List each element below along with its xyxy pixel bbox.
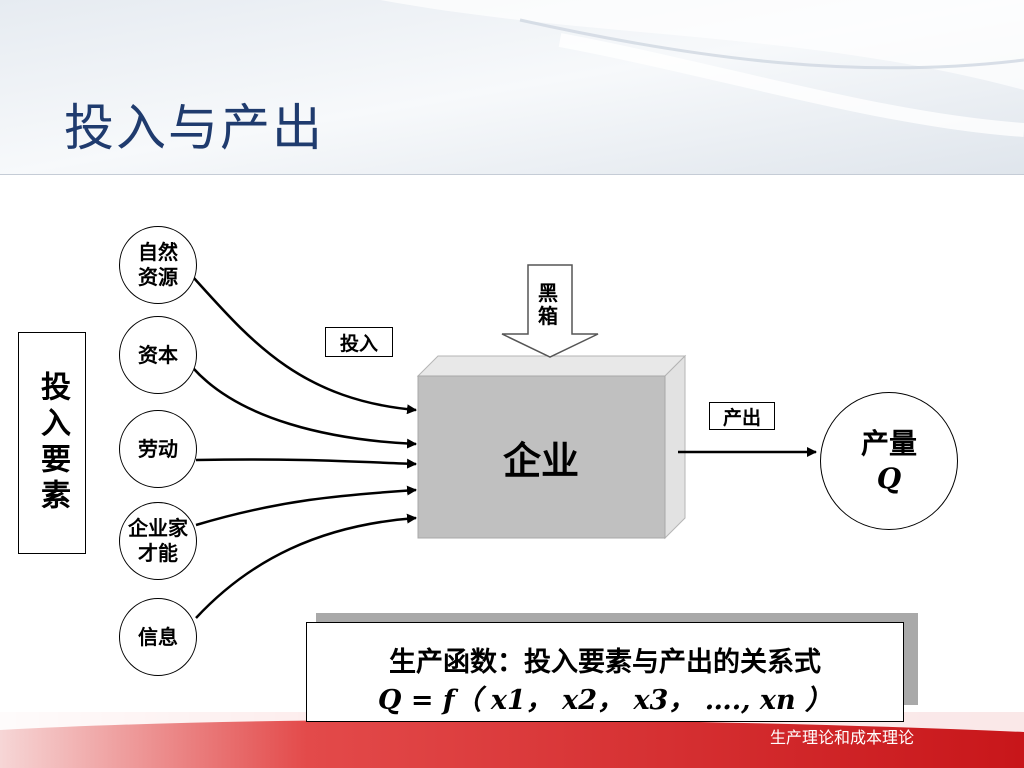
factor-labor: 劳动: [119, 410, 197, 488]
input-factors-box: 投入要素: [18, 332, 86, 554]
firm-block-front: [417, 375, 666, 539]
firm-block-side: [664, 354, 686, 540]
output-quantity: 产量 Q: [820, 392, 958, 530]
firm-label: 企业: [502, 438, 579, 483]
factor-entrepreneurship: 企业家才能: [119, 502, 197, 580]
slide-title: 投入与产出: [64, 99, 324, 157]
arrow-natural-resources: [192, 276, 417, 415]
formula-expression: Q = f（ x1， x2， x3， …., xn ）: [377, 685, 833, 716]
input-label: 投入: [325, 327, 393, 357]
header-divider: [0, 174, 1024, 175]
factor-natural-resources: 自然资源: [119, 226, 197, 304]
blackbox-label: 黑 箱: [524, 282, 572, 328]
factor-information: 信息: [119, 598, 197, 676]
firm-block-top: [416, 355, 687, 377]
blackbox-char-2: 箱: [538, 304, 558, 328]
arrow-entrepreneurship: [195, 485, 417, 527]
blackbox-char-1: 黑: [538, 281, 558, 305]
blackbox-arrow: [501, 264, 599, 358]
factor-capital: 资本: [119, 316, 197, 394]
arrow-capital: [192, 367, 417, 449]
header-background: [0, 0, 1024, 175]
arrow-labor: [195, 458, 417, 469]
input-factors-label: 投入要素: [35, 371, 70, 515]
formula-title: 生产函数：投入要素与产出的关系式: [389, 647, 821, 678]
arrow-information: [195, 513, 417, 619]
output-label: 产出: [709, 402, 775, 430]
footer-text: 生产理论和成本理论: [769, 728, 914, 747]
formula-box: [306, 622, 904, 722]
